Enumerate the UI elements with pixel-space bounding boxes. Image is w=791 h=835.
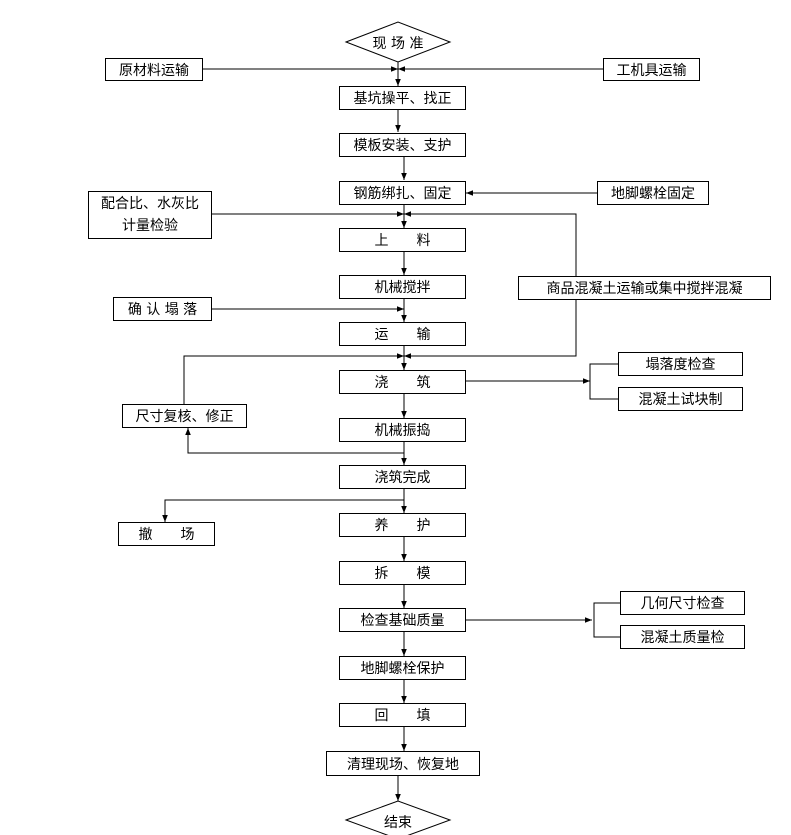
- loading-box: 上 料: [339, 228, 466, 252]
- pouring-box: 浇 筑: [339, 370, 466, 394]
- raw-materials-box: 原材料运输: [105, 58, 203, 81]
- start-label: 现 场 准: [372, 36, 424, 52]
- mixing-box: 机械搅拌: [339, 275, 466, 299]
- concrete-quality-box: 混凝土质量检: [620, 625, 745, 649]
- arrow-vibration-to-size-check: [185, 428, 404, 454]
- rebar-box: 钢筋绑扎、固定: [339, 181, 466, 205]
- anchor-bolt-fix-box: 地脚螺栓固定: [597, 181, 709, 205]
- backfill-box: 回 填: [339, 703, 466, 727]
- confirm-slump-box: 确 认 塌 落: [113, 297, 212, 321]
- arrow-commercial-bottom: [404, 300, 577, 359]
- size-check-fix-box: 尺寸复核、修正: [122, 404, 247, 428]
- geometry-check-box: 几何尺寸检查: [620, 591, 745, 615]
- start-diamond: [344, 21, 452, 63]
- mix-ratio-line1: 配合比、水灰比: [101, 196, 199, 212]
- commercial-concrete-box: 商品混凝土运输或集中搅拌混凝: [518, 276, 771, 300]
- tools-box: 工机具运输: [603, 58, 700, 81]
- vibration-box: 机械振捣: [339, 418, 466, 442]
- foundation-check-box: 检查基础质量: [339, 608, 466, 632]
- bracket-foundation-qc: [593, 602, 620, 638]
- excavation-box: 基坑操平、找正: [339, 86, 466, 110]
- pour-complete-box: 浇筑完成: [339, 465, 466, 489]
- mix-ratio-box: 配合比、水灰比 计量检验: [88, 191, 212, 239]
- arrow-size-check-up: [183, 353, 404, 404]
- curing-box: 养 护: [339, 513, 466, 537]
- bracket-pouring-qc: [589, 363, 618, 400]
- end-label: 结束: [384, 815, 412, 831]
- slump-check-box: 塌落度检查: [618, 352, 743, 376]
- arrow-complete-to-evacuate: [162, 499, 404, 522]
- test-block-box: 混凝土试块制: [618, 387, 743, 411]
- mix-ratio-line2: 计量检验: [122, 218, 178, 234]
- transport-box: 运 输: [339, 322, 466, 346]
- demold-box: 拆 模: [339, 561, 466, 585]
- bolt-protect-box: 地脚螺栓保护: [339, 656, 466, 680]
- arrow-commercial-top: [404, 211, 577, 276]
- cleanup-box: 清理现场、恢复地: [326, 751, 480, 776]
- formwork-box: 模板安装、支护: [339, 133, 466, 157]
- end-diamond: [344, 800, 452, 835]
- evacuate-box: 撤 场: [118, 522, 215, 546]
